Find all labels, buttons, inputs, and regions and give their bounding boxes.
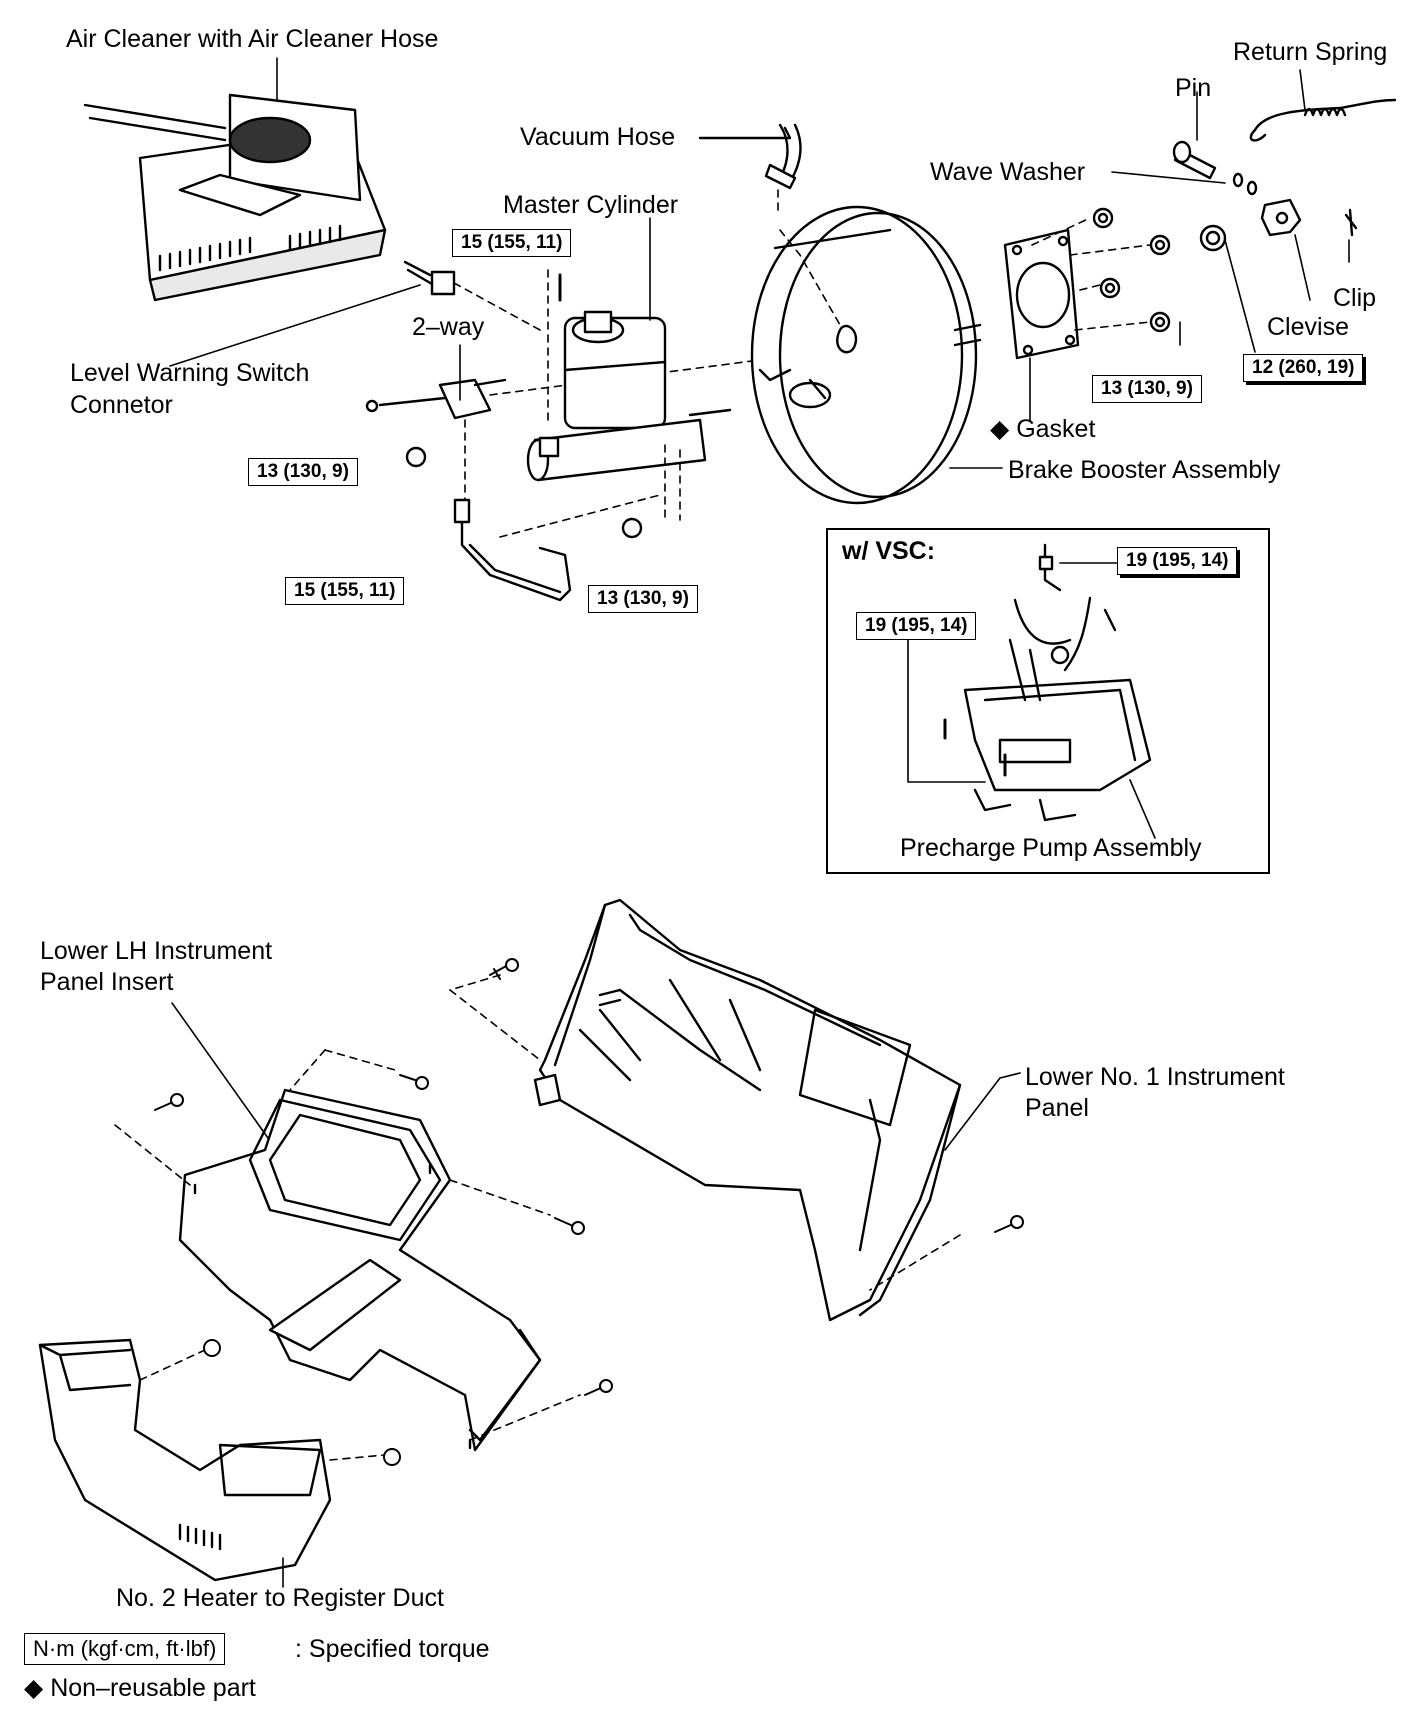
torque-clevise: 12 (260, 19)	[1243, 354, 1364, 382]
label-clip: Clip	[1333, 284, 1377, 312]
label-heater-duct: No. 2 Heater to Register Duct	[116, 1584, 444, 1612]
bolts-lower	[154, 958, 1024, 1466]
diamond-icon: ◆	[24, 1674, 44, 1702]
torque-vsc-right: 19 (195, 14)	[1117, 547, 1238, 575]
brake-booster-part	[750, 205, 982, 505]
label-lower-lh-1: Lower LH Instrument	[40, 937, 273, 965]
label-lower-no1-2: Panel	[1025, 1094, 1089, 1122]
vacuum-hose-part	[698, 123, 802, 216]
level-warning-connector-part	[403, 260, 541, 331]
leader-lines-lower	[171, 1002, 1021, 1588]
leader-lines-upper	[169, 57, 1350, 469]
heater-duct-part	[38, 1338, 386, 1582]
label-master-cylinder: Master Cylinder	[503, 191, 679, 219]
legend-nonreusable: ◆ Non–reusable part	[24, 1674, 256, 1702]
precharge-pump-part	[943, 543, 1152, 822]
master-cylinder-part	[526, 269, 732, 539]
label-gasket: ◆ Gasket	[990, 415, 1096, 443]
label-brake-booster: Brake Booster Assembly	[1008, 456, 1281, 484]
vsc-inset-box	[826, 528, 1270, 874]
label-2way: 2–way	[412, 313, 485, 341]
label-lower-no1-1: Lower No. 1 Instrument	[1025, 1063, 1285, 1091]
label-pin: Pin	[1175, 74, 1212, 102]
legend-torque-desc: : Specified torque	[295, 1635, 490, 1663]
torque-vsc-left: 19 (195, 14)	[856, 612, 977, 640]
torque-master-nut: 13 (130, 9)	[588, 585, 698, 613]
torque-master-top: 15 (155, 11)	[452, 229, 572, 257]
torque-gasket-nut: 13 (130, 9)	[1092, 375, 1202, 403]
gasket-part	[1003, 207, 1227, 360]
label-precharge-pump: Precharge Pump Assembly	[900, 834, 1202, 862]
brake-line-part	[453, 494, 661, 602]
two-way-part	[365, 359, 761, 506]
label-clevise: Clevise	[1267, 313, 1349, 341]
leader-lines-vsc	[907, 562, 1156, 839]
clevis-pin-assembly	[1172, 98, 1397, 237]
lower-no1-instrument-panel-part	[449, 898, 962, 1322]
diamond-icon: ◆	[990, 415, 1010, 443]
air-cleaner-part	[83, 93, 387, 302]
torque-2way: 13 (130, 9)	[248, 458, 358, 486]
label-vsc-title: w/ VSC:	[842, 537, 936, 565]
torque-master-bottom: 15 (155, 11)	[285, 577, 405, 605]
legend-torque-unit: N·m (kgf·cm, ft·lbf)	[24, 1633, 226, 1665]
label-level-warning-2: Connetor	[70, 391, 173, 419]
label-vacuum-hose: Vacuum Hose	[520, 123, 676, 151]
label-level-warning-1: Level Warning Switch	[70, 359, 310, 387]
lower-lh-insert-part	[114, 1049, 581, 1452]
label-lower-lh-2: Panel Insert	[40, 968, 174, 996]
label-wave-washer: Wave Washer	[930, 158, 1086, 186]
label-return-spring: Return Spring	[1233, 38, 1388, 66]
label-air-cleaner: Air Cleaner with Air Cleaner Hose	[66, 25, 439, 53]
